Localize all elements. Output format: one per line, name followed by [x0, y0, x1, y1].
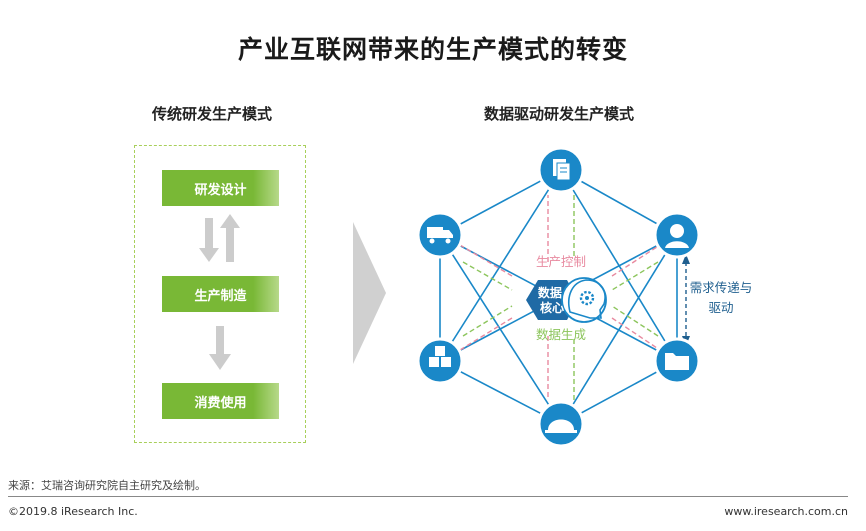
demand-label-line2: 驱动 — [708, 300, 734, 315]
arrow-up-icon — [220, 214, 240, 262]
step-manufacturing: 生产制造 — [162, 276, 279, 312]
demand-label: 需求传递与 驱动 — [676, 278, 766, 318]
node-helmet — [537, 400, 585, 448]
head-icon — [568, 279, 606, 319]
arrow-up-icon — [682, 254, 690, 264]
step-consumption: 消费使用 — [162, 383, 279, 419]
left-subtitle: 传统研发生产模式 — [152, 105, 273, 123]
data-core — [526, 277, 607, 323]
production-control-label: 生产控制 — [536, 254, 586, 269]
copyright: ©2019.8 iResearch Inc. — [8, 505, 138, 518]
core-label-line1: 数据 — [538, 285, 562, 300]
page-title: 产业互联网带来的生产模式的转变 — [237, 35, 628, 64]
traditional-mode-box — [134, 145, 306, 443]
core-label-line2: 核心 — [540, 300, 564, 315]
data-generation-label: 数据生成 — [536, 327, 586, 342]
source-note: 来源：艾瑞咨询研究院自主研究及绘制。 — [8, 479, 206, 492]
data-flow-arrows — [459, 195, 661, 400]
arrow-down-icon — [209, 326, 231, 370]
transition-arrow — [353, 222, 386, 364]
node-document — [537, 146, 585, 194]
node-truck — [416, 211, 464, 259]
step-rd-design: 研发设计 — [162, 170, 279, 206]
right-subtitle: 数据驱动研发生产模式 — [484, 105, 635, 123]
boxes-icon — [429, 357, 439, 367]
node-folder — [653, 337, 701, 385]
website-link[interactable]: www.iresearch.com.cn — [724, 505, 848, 518]
truck-icon — [427, 227, 443, 238]
user-icon — [670, 224, 684, 238]
arrow-down-icon — [199, 218, 219, 262]
core-label: 数据 核心 — [538, 285, 566, 315]
node-user — [653, 211, 701, 259]
node-boxes — [416, 337, 464, 385]
gear-icon — [579, 290, 595, 306]
demand-label-line1: 需求传递与 — [689, 280, 753, 295]
folder-icon — [665, 353, 689, 370]
footer-divider — [8, 496, 848, 497]
helmet-icon — [548, 419, 574, 430]
